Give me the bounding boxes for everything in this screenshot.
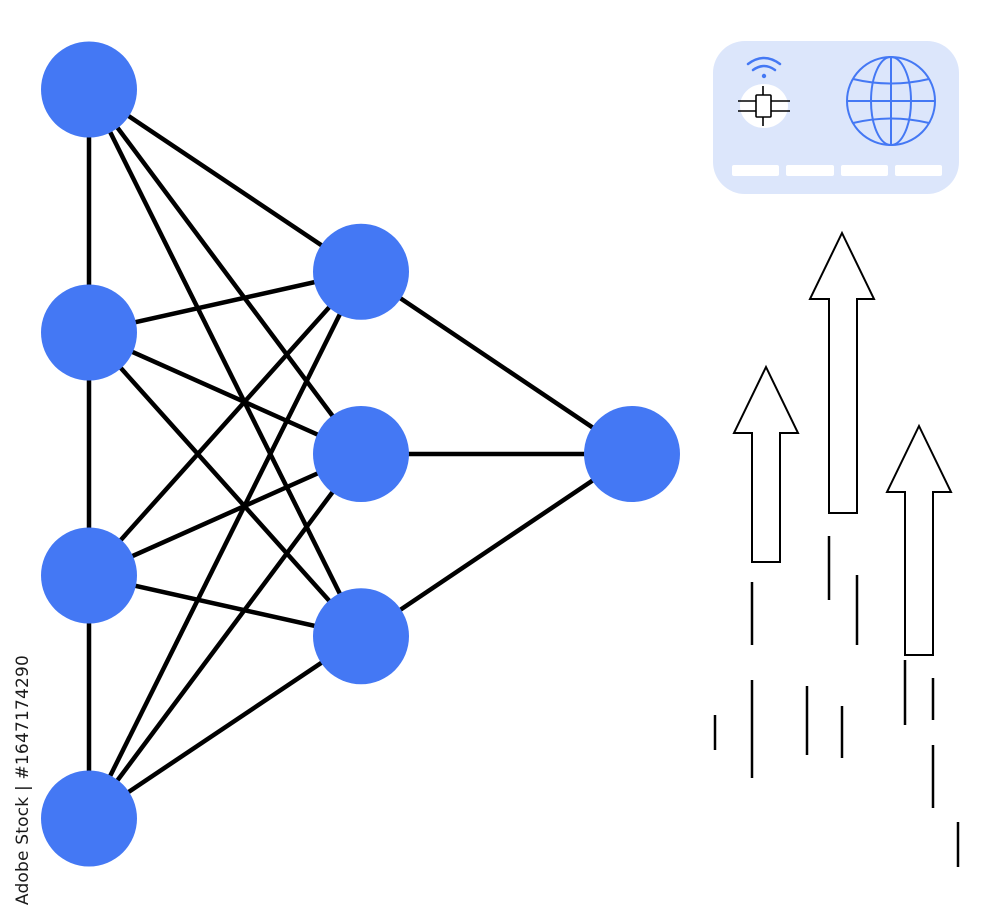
network-edge [87,634,363,821]
network-edge [87,270,363,578]
network-edge [87,87,363,274]
network-edge [359,452,634,639]
card-number-bars [732,165,942,176]
network-edge [86,270,364,820]
network-nodes [41,41,680,867]
globe-icon [846,56,936,146]
hidden-layer-node [313,406,409,502]
arrow-right [885,423,953,656]
chip-icon [738,84,790,128]
network-edge [88,451,362,578]
network-edge [86,88,364,638]
stock-id-watermark: Adobe Stock | #1647174290 [13,654,33,906]
hidden-layer-node [313,588,409,685]
network-edge [359,269,634,456]
credit-card [713,41,959,194]
network-edge [87,330,363,638]
output-layer-node [584,406,680,502]
arrow-middle [808,230,876,514]
input-layer-node [41,527,137,624]
network-edge [88,330,362,457]
growth-arrows [732,230,953,656]
arrow-left [732,364,800,563]
hidden-layer-node [313,223,409,320]
input-layer-node [41,41,137,138]
input-layer-node [41,284,137,381]
network-edge [87,88,363,456]
card-body [713,41,959,194]
input-layer-node [41,770,137,867]
network-edge [87,452,363,820]
wifi-icon [746,56,782,79]
speed-trail-lines [713,536,960,867]
